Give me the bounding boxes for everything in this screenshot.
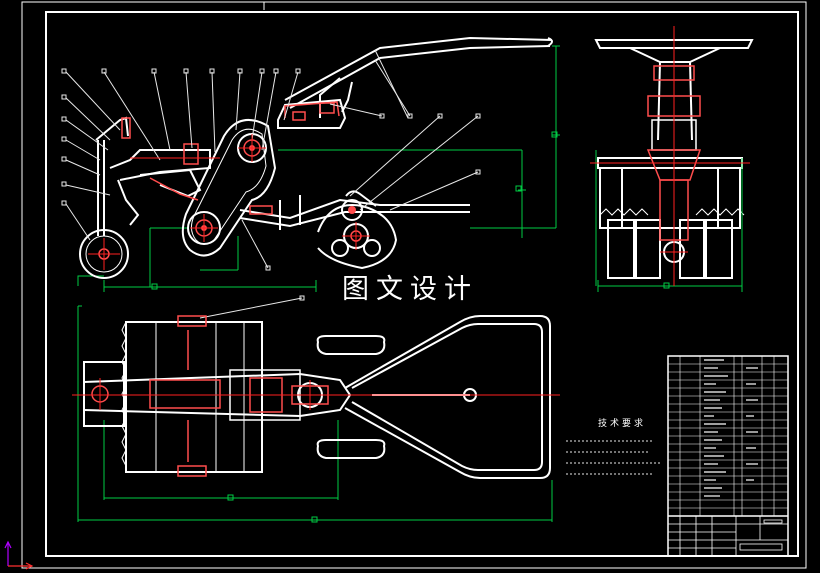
main-frame [239, 195, 470, 230]
watermark-text: 图文设计 [342, 274, 478, 305]
technical-requirements-title: 技术要求 [598, 417, 646, 429]
title-block-grid [668, 515, 788, 556]
callout-leaders [65, 59, 479, 319]
front-view [590, 26, 754, 292]
drawing-frame [21, 1, 807, 569]
side-view-dimensions [77, 45, 560, 292]
side-view [61, 36, 560, 319]
gearbox-housing [277, 98, 347, 129]
bom-table [668, 356, 788, 516]
title-block [667, 355, 789, 557]
front-wheel [79, 116, 211, 279]
top-view-tiller-box [121, 315, 263, 477]
technical-requirements-lines [566, 440, 660, 475]
belt-casing [181, 118, 277, 257]
side-view-centerlines [88, 134, 370, 270]
front-view-dimensions [595, 150, 743, 292]
lever-arm [284, 36, 553, 119]
balloon-markers [61, 68, 481, 301]
top-view-centerlines [72, 378, 560, 410]
technical-requirements-note: 技术要求 [566, 417, 660, 475]
ucs-axis-icon [4, 540, 34, 570]
top-view-dimensions [77, 305, 553, 523]
top-view-handle-frame [316, 315, 551, 479]
bom-entries [704, 359, 758, 497]
top-view [72, 305, 560, 523]
front-view-centerlines [590, 26, 750, 286]
front-view-tiller [597, 149, 745, 279]
